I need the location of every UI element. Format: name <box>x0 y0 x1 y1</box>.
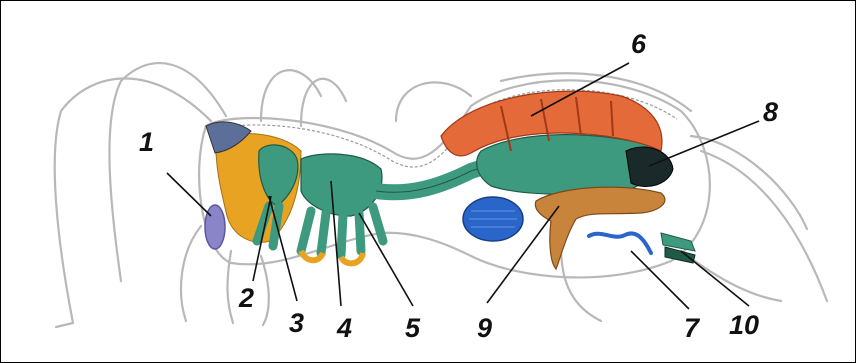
label-10: 10 <box>729 310 759 340</box>
blue-organ <box>463 197 523 241</box>
label-6: 6 <box>631 29 647 59</box>
label-2: 2 <box>238 283 254 313</box>
label-7: 7 <box>684 313 701 343</box>
label-5: 5 <box>405 313 421 343</box>
blue-duct <box>589 233 651 253</box>
label-9: 9 <box>477 313 492 343</box>
label-4: 4 <box>336 313 352 343</box>
spinneret-muscle <box>626 147 673 186</box>
label-8: 8 <box>763 97 778 127</box>
label-3: 3 <box>289 308 304 338</box>
label-1: 1 <box>139 127 154 157</box>
venom-gland <box>205 205 225 249</box>
brown-organ <box>535 187 665 269</box>
spider-legs <box>55 63 827 327</box>
